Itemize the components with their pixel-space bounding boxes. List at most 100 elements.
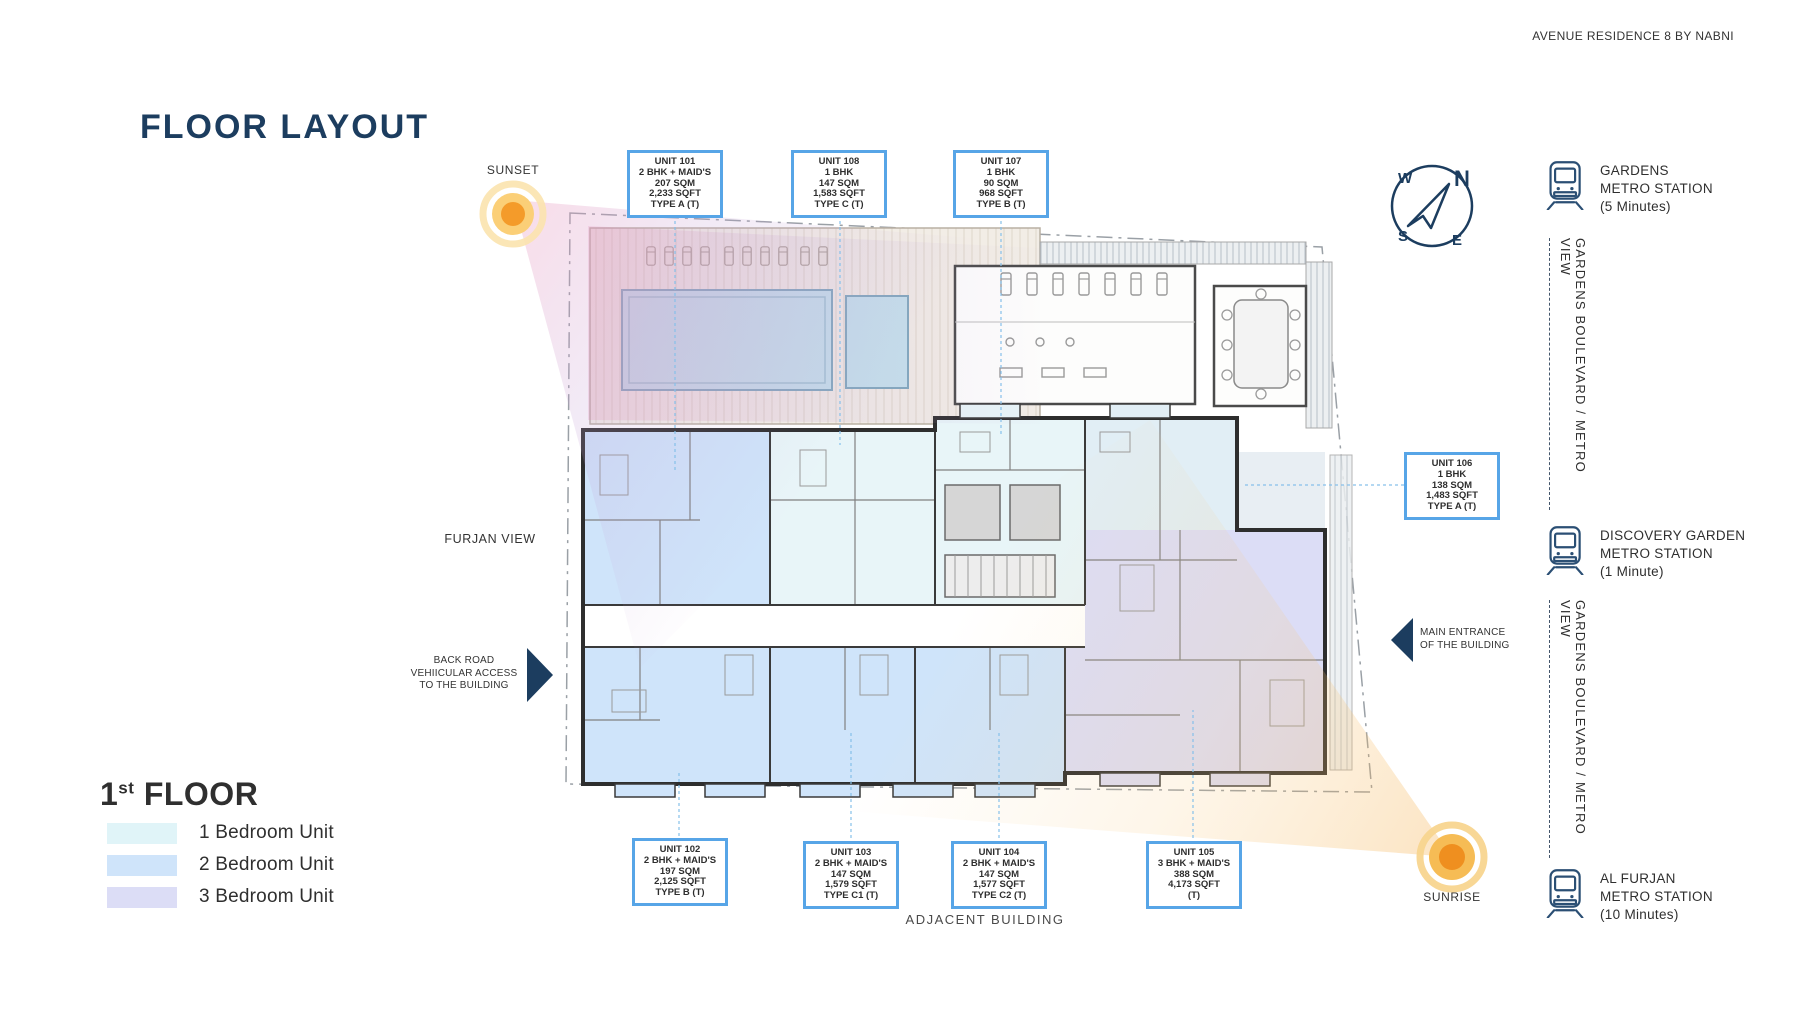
- unit-area-sqm: 138 SQM: [1431, 479, 1473, 491]
- brand-text: AVENUE RESIDENCE 8 BY NABNI: [1532, 29, 1734, 43]
- legend-label-3br: 3 Bedroom Unit: [199, 886, 334, 907]
- unit-area-sqft: 1,483 SQFT: [1426, 490, 1478, 502]
- compass-north-label: N: [1454, 166, 1470, 191]
- back-road-label: BACK ROAD VEHIICULAR ACCESS TO THE BUILD…: [405, 655, 523, 693]
- unit-callout-108: UNIT 108 1 BHK 147 SQM 1,583 SQFT TYPE C…: [791, 150, 887, 218]
- unit-callout-103: UNIT 103 2 BHK + MAID'S 147 SQM 1,579 SQ…: [803, 841, 899, 909]
- train-icon: [1546, 161, 1584, 210]
- unit-id: UNIT 102: [659, 844, 701, 855]
- unit-area-sqm: 388 SQM: [1173, 868, 1215, 880]
- train-icon: [1546, 869, 1584, 918]
- unit-config: 1 BHK: [986, 166, 1016, 178]
- boulevard-label-1: GARDENS BOULEVARD / METRO VIEW: [1558, 238, 1588, 473]
- legend-row-3br: 3 Bedroom Unit: [107, 886, 334, 908]
- station-name-line2: METRO STATION: [1600, 889, 1713, 904]
- unit-id: UNIT 105: [1173, 847, 1215, 858]
- back-road-line1: BACK ROAD: [433, 655, 495, 666]
- train-icon: [1546, 526, 1584, 575]
- unit-callout-102: UNIT 102 2 BHK + MAID'S 197 SQM 2,125 SQ…: [632, 838, 728, 906]
- boulevard-dashed-line-1: [1549, 238, 1550, 510]
- station-name-line2: METRO STATION: [1600, 181, 1713, 196]
- unit-type: TYPE B (T): [976, 199, 1026, 211]
- station-time: (1 Minute): [1600, 564, 1664, 579]
- station-al-furjan: AL FURJAN METRO STATION (10 Minutes): [1546, 868, 1776, 924]
- unit-callout-101: UNIT 101 2 BHK + MAID'S 207 SQM 2,233 SQ…: [627, 150, 723, 218]
- floor-ordinal: st: [118, 778, 135, 798]
- floor-word: FLOOR: [134, 776, 259, 812]
- callout-leader-lines: [674, 215, 1404, 838]
- adjacent-building-label: ADJACENT BUILDING: [905, 912, 1065, 927]
- station-text: DISCOVERY GARDEN METRO STATION (1 Minute…: [1600, 525, 1745, 581]
- unit-id: UNIT 107: [980, 156, 1022, 167]
- station-name-line1: DISCOVERY GARDEN: [1600, 528, 1746, 543]
- site-boundary: [565, 212, 1373, 793]
- boulevard-label-2: GARDENS BOULEVARD / METRO VIEW: [1558, 600, 1588, 835]
- unit-area-sqm: 147 SQM: [830, 868, 872, 880]
- unit-id: UNIT 106: [1431, 458, 1473, 469]
- unit-config: 1 BHK: [824, 166, 854, 178]
- back-road-arrow: [527, 648, 553, 702]
- station-time: (10 Minutes): [1600, 907, 1679, 922]
- unit-area-sqft: 1,583 SQFT: [813, 188, 865, 200]
- unit-area-sqm: 147 SQM: [818, 177, 860, 189]
- back-road-line2: VEHIICULAR ACCESS: [410, 667, 518, 679]
- unit-callout-106: UNIT 106 1 BHK 138 SQM 1,483 SQFT TYPE A…: [1404, 452, 1500, 520]
- unit-area-sqft: 968 SQFT: [979, 188, 1023, 200]
- station-name-line1: AL FURJAN: [1600, 871, 1676, 886]
- floor-number: 1: [100, 776, 119, 812]
- unit-type: TYPE B (T): [655, 887, 705, 899]
- unit-area-sqft: 1,579 SQFT: [825, 879, 877, 891]
- back-road-line3: TO THE BUILDING: [419, 680, 509, 691]
- unit-config: 2 BHK + MAID'S: [814, 857, 888, 869]
- legend-label-1br: 1 Bedroom Unit: [199, 822, 334, 843]
- sunrise-ray: [570, 420, 1452, 857]
- page-title: FLOOR LAYOUT: [140, 108, 430, 146]
- sunrise-sun-icon: [1416, 821, 1488, 893]
- sunset-deck-tint: [588, 226, 1040, 424]
- main-entrance-arrow: [1391, 618, 1413, 662]
- compass-south-label: S: [1398, 228, 1409, 245]
- station-text: GARDENS METRO STATION (5 Minutes): [1600, 160, 1713, 216]
- compass-east-label: E: [1452, 232, 1463, 249]
- main-entrance-line1: MAIN ENTRANCE: [1420, 627, 1506, 638]
- station-time: (5 Minutes): [1600, 199, 1671, 214]
- unit-type: TYPE A (T): [650, 199, 700, 211]
- station-discovery-garden: DISCOVERY GARDEN METRO STATION (1 Minute…: [1546, 525, 1776, 581]
- unit-config: 1 BHK: [1437, 468, 1467, 480]
- unit-callout-104: UNIT 104 2 BHK + MAID'S 147 SQM 1,577 SQ…: [951, 841, 1047, 909]
- furjan-view-label: FURJAN VIEW: [444, 532, 536, 546]
- unit-area-sqm: 147 SQM: [978, 868, 1020, 880]
- unit-id: UNIT 104: [978, 847, 1020, 858]
- main-entrance-line2: OF THE BUILDING: [1420, 639, 1510, 651]
- unit-id: UNIT 108: [818, 156, 860, 167]
- sunset-sun-icon: [479, 180, 547, 248]
- unit-area-sqft: 4,173 SQFT: [1168, 879, 1220, 891]
- three-bedroom-swatch: [107, 886, 177, 908]
- unit-type: (T): [1187, 890, 1201, 902]
- compass-icon: [1390, 164, 1474, 248]
- sunset-label: SUNSET: [486, 163, 540, 177]
- legend-label-2br: 2 Bedroom Unit: [199, 854, 334, 875]
- legend-row-1br: 1 Bedroom Unit: [107, 822, 334, 844]
- hatched-strip-right: [1305, 261, 1333, 429]
- unit-area-sqft: 2,125 SQFT: [654, 876, 706, 888]
- one-bedroom-swatch: [107, 822, 177, 844]
- compass-west-label: W: [1398, 170, 1413, 187]
- station-name-line2: METRO STATION: [1600, 546, 1713, 561]
- unit-type: TYPE C (T): [814, 199, 864, 211]
- floor-title: 1st FLOOR: [100, 776, 258, 813]
- unit-callout-107: UNIT 107 1 BHK 90 SQM 968 SQFT TYPE B (T…: [953, 150, 1049, 218]
- unit-config: 3 BHK + MAID'S: [1157, 857, 1231, 869]
- unit-callout-105: UNIT 105 3 BHK + MAID'S 388 SQM 4,173 SQ…: [1146, 841, 1242, 909]
- unit-id: UNIT 101: [654, 156, 696, 167]
- unit-config: 2 BHK + MAID'S: [962, 857, 1036, 869]
- station-text: AL FURJAN METRO STATION (10 Minutes): [1600, 868, 1713, 924]
- unit-type: TYPE C2 (T): [971, 890, 1027, 902]
- unit-type: TYPE C1 (T): [823, 890, 879, 902]
- unit-area-sqft: 2,233 SQFT: [649, 188, 701, 200]
- station-gardens: GARDENS METRO STATION (5 Minutes): [1546, 160, 1776, 216]
- hatched-walkway-top: [1039, 241, 1307, 265]
- unit-config: 2 BHK + MAID'S: [638, 166, 712, 178]
- legend-row-2br: 2 Bedroom Unit: [107, 854, 334, 876]
